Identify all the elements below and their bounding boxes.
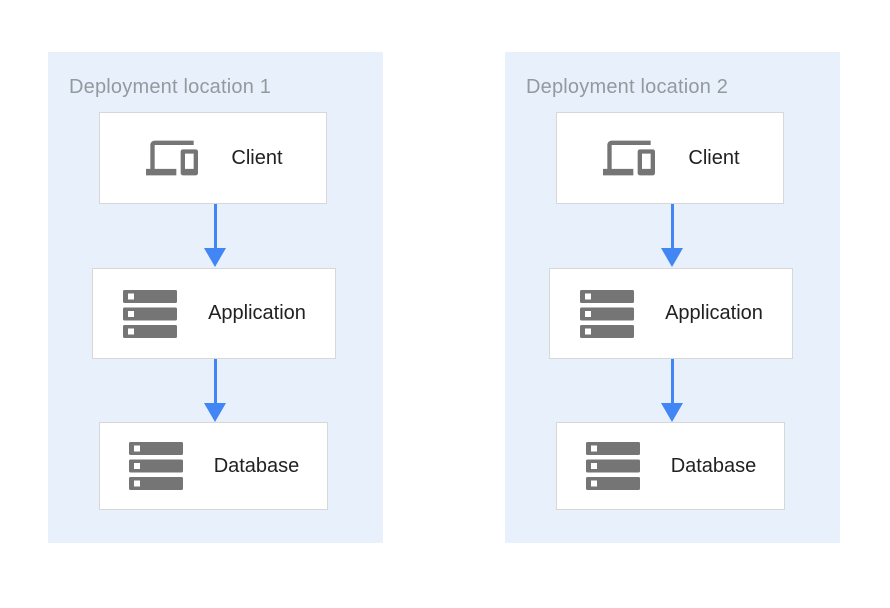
panel-title: Deployment location 1: [69, 76, 272, 98]
arrow-stem: [213, 359, 217, 403]
node-label: Application: [665, 302, 763, 324]
deployment-panel-2: Deployment location 2 Client: [505, 52, 840, 543]
node-client: Client: [556, 112, 784, 204]
arrow-down-icon: [661, 359, 683, 422]
node-label: Database: [670, 454, 757, 477]
devices-icon: [600, 132, 658, 184]
arrow-down-icon: [661, 204, 683, 267]
arrow-head: [204, 403, 226, 422]
node-database: Database: [99, 422, 328, 510]
server-stack-icon: [128, 442, 184, 490]
node-label: Database: [213, 454, 300, 477]
node-label: Application: [208, 302, 306, 324]
node-application: Application: [92, 268, 336, 359]
node-application: Application: [549, 268, 793, 359]
arrow-head: [661, 248, 683, 267]
server-stack-icon: [122, 289, 178, 338]
arrow-stem: [670, 204, 674, 248]
deployment-panel-1: Deployment location 1 Client: [48, 52, 383, 543]
server-stack-icon: [579, 289, 635, 338]
server-stack-icon: [585, 442, 641, 490]
arrow-down-icon: [204, 204, 226, 267]
arrow-head: [661, 403, 683, 422]
arrow-head: [204, 248, 226, 267]
node-label: Client: [231, 146, 283, 169]
node-client: Client: [99, 112, 327, 204]
node-label: Client: [688, 146, 740, 169]
panel-title: Deployment location 2: [526, 76, 729, 98]
arrow-down-icon: [204, 359, 226, 422]
devices-icon: [143, 132, 201, 184]
arrow-stem: [670, 359, 674, 403]
node-database: Database: [556, 422, 785, 510]
arrow-stem: [213, 204, 217, 248]
